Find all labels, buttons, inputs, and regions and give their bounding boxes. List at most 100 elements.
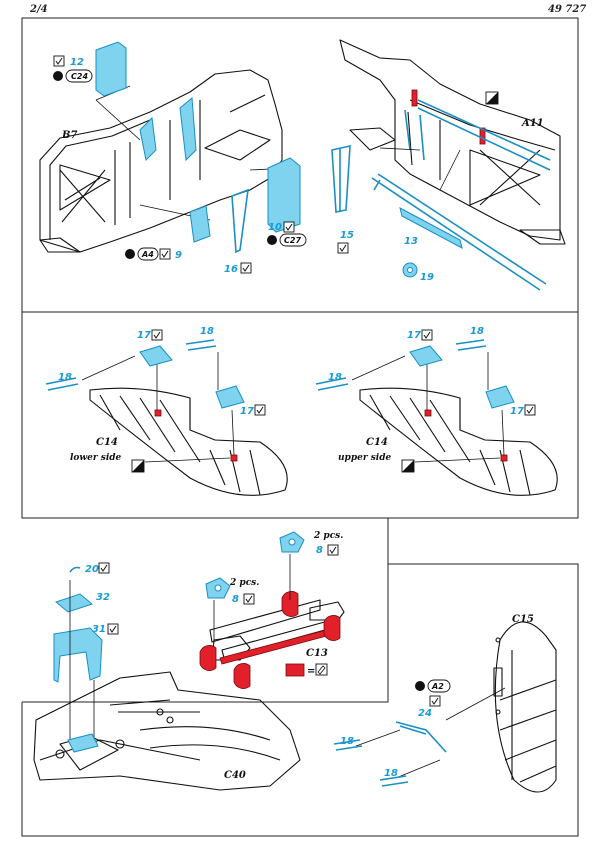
checkbox — [429, 695, 441, 707]
paint-area-red-wheel — [233, 663, 251, 689]
label-c15: C15 — [512, 614, 534, 625]
caption-two-pcs: 2 pcs. — [313, 531, 343, 541]
ref-c24: C24 — [71, 72, 88, 81]
check-icon — [329, 546, 337, 554]
paint-area-red — [230, 454, 238, 462]
ref-pill — [65, 69, 93, 83]
pe-part-17-bracket — [409, 345, 443, 367]
check-icon — [55, 57, 63, 65]
part-number-18: 18 — [384, 768, 398, 779]
check-icon — [153, 331, 161, 339]
checkbox — [98, 562, 110, 574]
part-number-17: 17 — [510, 406, 524, 417]
check-icon — [256, 406, 264, 414]
checkbox — [53, 55, 65, 67]
pe-part-13-plate — [399, 207, 463, 249]
check-icon — [339, 244, 347, 252]
leader — [379, 147, 421, 151]
pe-part-24 — [395, 721, 447, 753]
fuselage-left — [39, 69, 283, 253]
pe-rail — [417, 99, 551, 171]
pe-part-18-rod — [333, 739, 363, 751]
reference-icon — [415, 681, 425, 691]
caption-upper-side: upper side — [338, 453, 392, 463]
pe-part-18-rod — [455, 339, 487, 351]
part-number-12: 12 — [70, 57, 84, 68]
pe-part-13 — [371, 173, 547, 291]
checkbox — [337, 242, 349, 254]
pe-part-31-fitted — [67, 733, 99, 753]
checkbox — [327, 544, 339, 556]
part-number-8: 8 — [316, 545, 323, 556]
leader — [439, 149, 461, 191]
leader — [355, 729, 401, 747]
pe-part-side-panel — [179, 96, 197, 162]
checkbox — [243, 593, 255, 605]
check-icon — [431, 697, 439, 705]
label-c13: C13 — [306, 648, 328, 659]
pe-part-9 — [189, 205, 211, 243]
part-number-18: 18 — [470, 326, 484, 337]
leader — [351, 355, 406, 381]
check-icon — [109, 625, 117, 633]
part-number-17: 17 — [240, 406, 254, 417]
part-number-16: 16 — [224, 264, 238, 275]
checkbox — [151, 329, 163, 341]
pe-rail — [404, 109, 425, 161]
pe-part-12-seat-back — [95, 41, 127, 97]
pe-part-10-box — [267, 157, 301, 233]
part-number-18: 18 — [340, 736, 354, 747]
paint-area-red — [154, 409, 162, 417]
checkbox — [254, 404, 266, 416]
label-b7: B7 — [61, 130, 77, 141]
leader — [95, 99, 141, 141]
ref-a2: A2 — [431, 682, 444, 691]
reference-icon — [125, 249, 135, 259]
part-number-32: 32 — [96, 592, 110, 603]
paint-area-red — [479, 127, 486, 145]
checkbox — [524, 404, 536, 416]
leader — [445, 687, 506, 721]
check-icon — [245, 595, 253, 603]
fuselage-right — [339, 39, 566, 245]
part-number-18: 18 — [200, 326, 214, 337]
label-c14: C14 — [96, 437, 118, 448]
pe-part-15 — [331, 144, 351, 213]
caption-two-pcs: 2 pcs. — [229, 578, 259, 588]
leader — [144, 457, 231, 463]
svg-text:=: = — [307, 666, 315, 677]
pe-part-16-strap — [231, 188, 249, 254]
part-number-8: 8 — [232, 594, 239, 605]
part-number-18: 18 — [58, 372, 72, 383]
rudder-part-c15 — [493, 621, 557, 793]
part-number-17: 17 — [137, 330, 151, 341]
part-number-9: 9 — [175, 250, 182, 261]
paint-swatch-red — [285, 663, 305, 677]
leader — [414, 457, 501, 463]
label-c40: C40 — [224, 770, 246, 781]
pe-part-17-bracket — [485, 385, 515, 409]
label-a11: A11 — [521, 118, 544, 129]
pe-part-31-cover — [53, 627, 103, 683]
check-icon — [423, 331, 431, 339]
pe-part-side-panel — [139, 116, 157, 162]
pe-part-20 — [69, 566, 81, 573]
reference-icon — [53, 71, 63, 81]
paint-area-red-wheel — [199, 645, 217, 671]
part-number-10: 10 — [268, 222, 282, 233]
paint-area-red-wheel — [281, 591, 299, 617]
checkbox — [159, 248, 171, 260]
checkbox — [283, 221, 295, 233]
check-icon — [285, 223, 293, 231]
leader — [501, 409, 505, 456]
part-number-20: 20 — [85, 564, 99, 575]
paint-area-red — [500, 454, 508, 462]
checkbox — [240, 262, 252, 274]
pe-part-17-bracket — [139, 345, 173, 367]
pe-part-18-rod — [379, 775, 409, 787]
part-number-18: 18 — [328, 372, 342, 383]
pe-part-18-rod — [185, 339, 217, 351]
paint-symbol-icon — [315, 663, 328, 676]
part-number-31: 31 — [92, 624, 106, 635]
